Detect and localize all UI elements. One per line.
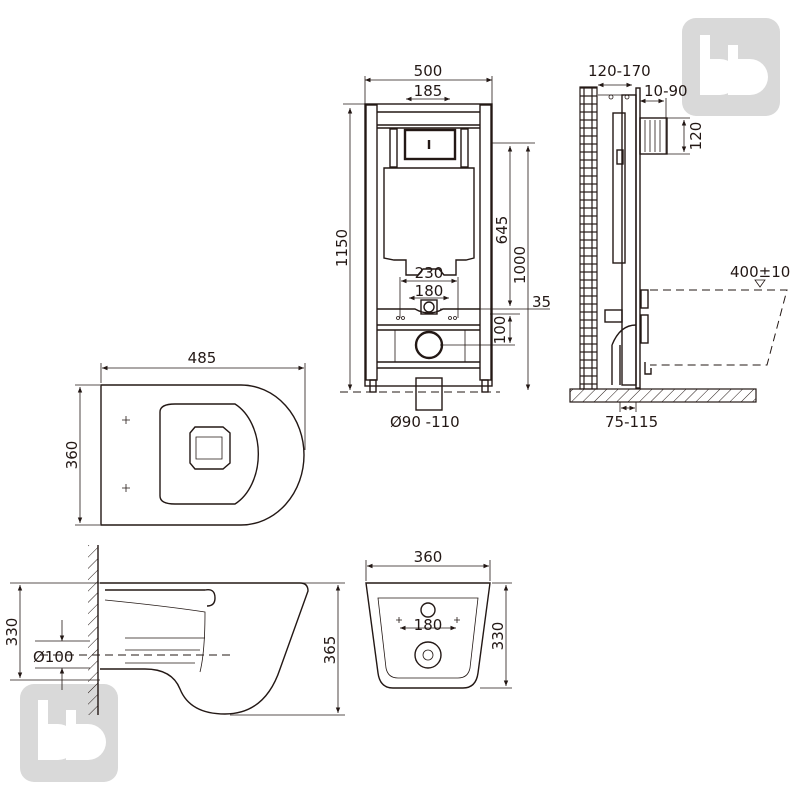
bowl-top-view: 485 360 xyxy=(63,349,306,526)
dim-front-height: 330 xyxy=(489,622,507,651)
dim-box-height: 120 xyxy=(687,122,705,151)
dim-outlet-diameter: Ø100 xyxy=(33,648,73,666)
dim-spacing-180: 180 xyxy=(415,282,444,300)
dim-button-width: 185 xyxy=(414,82,443,100)
frame-front-view: 500 185 1150 1000 645 35 100 230 180 Ø90… xyxy=(333,62,551,431)
bowl-front-view: 180 360 330 xyxy=(365,548,512,689)
frame-side-view: 400±10 120-170 10-90 120 75-115 xyxy=(569,62,790,431)
dim-frame-width: 500 xyxy=(414,62,443,80)
dim-depth-offset: 10-90 xyxy=(644,82,688,100)
dim-height-645: 645 xyxy=(493,216,511,245)
dim-height-1000: 1000 xyxy=(511,246,529,284)
bowl-side-view: 330 Ø100 365 xyxy=(3,545,345,716)
dim-floor-depth: 75-115 xyxy=(605,413,658,431)
dim-side-height-330: 330 xyxy=(3,618,21,647)
dim-bowl-width: 360 xyxy=(63,441,81,470)
watermark-logo-top xyxy=(682,18,780,116)
dim-offset-100: 100 xyxy=(491,316,509,345)
dim-spacing-230: 230 xyxy=(415,264,444,282)
dim-front-width: 360 xyxy=(414,548,443,566)
dim-depth: 120-170 xyxy=(588,62,651,80)
dim-drain-diameter: Ø90 -110 xyxy=(390,413,460,431)
dim-seat-height: 400±10 xyxy=(730,263,790,281)
dim-side-height-365: 365 xyxy=(321,636,339,665)
dim-bowl-length: 485 xyxy=(188,349,217,367)
dim-hole-spacing: 180 xyxy=(414,616,443,634)
watermark-logo-bottom xyxy=(20,684,118,782)
dim-offset-35: 35 xyxy=(532,293,551,311)
dim-frame-height: 1150 xyxy=(333,229,351,267)
